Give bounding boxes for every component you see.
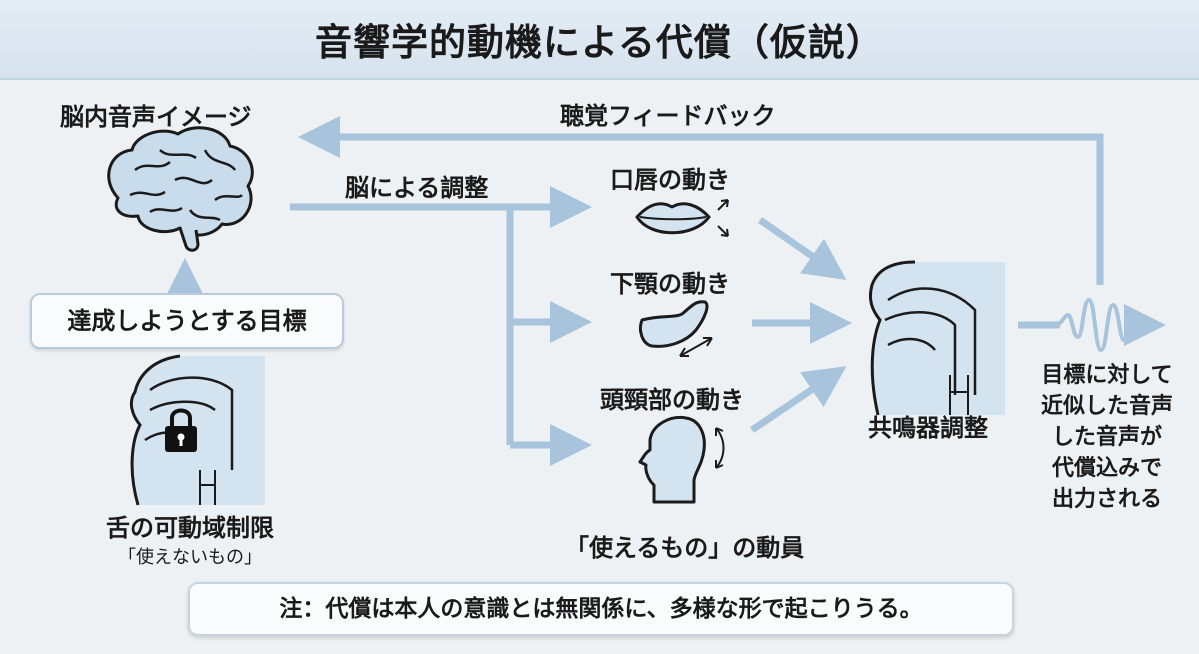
tongue-limit-label: 舌の可動域制限 xyxy=(106,514,274,542)
output-line-2: 近似した音声 xyxy=(1040,394,1173,419)
resonator-label: 共鳴器調整 xyxy=(868,414,988,442)
neck-label: 頭頸部の動き xyxy=(600,386,744,414)
head-section-icon xyxy=(868,260,1005,416)
jaw-label: 下顎の動き xyxy=(610,270,730,298)
feedback-arrow xyxy=(298,116,1104,285)
jaw-icon xyxy=(638,300,709,348)
feedback-label: 聴覚フィードバック xyxy=(560,102,776,130)
output-line-1: 目標に対して xyxy=(1041,363,1173,388)
output-text: 目標に対して 近似した音声 した音声が 代償込みで 出力される xyxy=(1022,360,1192,515)
brain-icon xyxy=(107,126,254,252)
head-icon xyxy=(638,415,706,504)
mobilize-label: 「使えるもの」の動員 xyxy=(565,534,805,562)
output-line-4: 代償込みで xyxy=(1051,456,1162,481)
title-bar xyxy=(0,0,1199,80)
lips-label: 口唇の動き xyxy=(610,166,730,194)
head-motion-icon xyxy=(715,427,725,469)
adjust-arrows xyxy=(290,186,592,466)
output-line-3: した音声が xyxy=(1051,425,1162,450)
tongue-head-icon xyxy=(129,354,265,506)
brain-image-label: 脳内音声イメージ xyxy=(60,103,252,131)
lips-icon xyxy=(635,202,711,235)
lock-icon xyxy=(165,408,197,452)
adjust-label: 脳による調整 xyxy=(345,174,489,202)
unusable-label: 「使えないもの」 xyxy=(118,547,262,568)
diagram-title: 音響学的動機による代償（仮説） xyxy=(315,21,884,64)
jaw-motion-icon xyxy=(679,337,713,357)
goal-box: 達成しようとする目標 xyxy=(30,293,344,349)
output-line-5: 出力される xyxy=(1051,487,1162,512)
lips-motion-icon xyxy=(717,199,729,237)
wave-icon xyxy=(1054,297,1139,353)
note-box: 注：代償は本人の意識とは無関係に、多様な形で起こりうる。 xyxy=(188,582,1014,636)
